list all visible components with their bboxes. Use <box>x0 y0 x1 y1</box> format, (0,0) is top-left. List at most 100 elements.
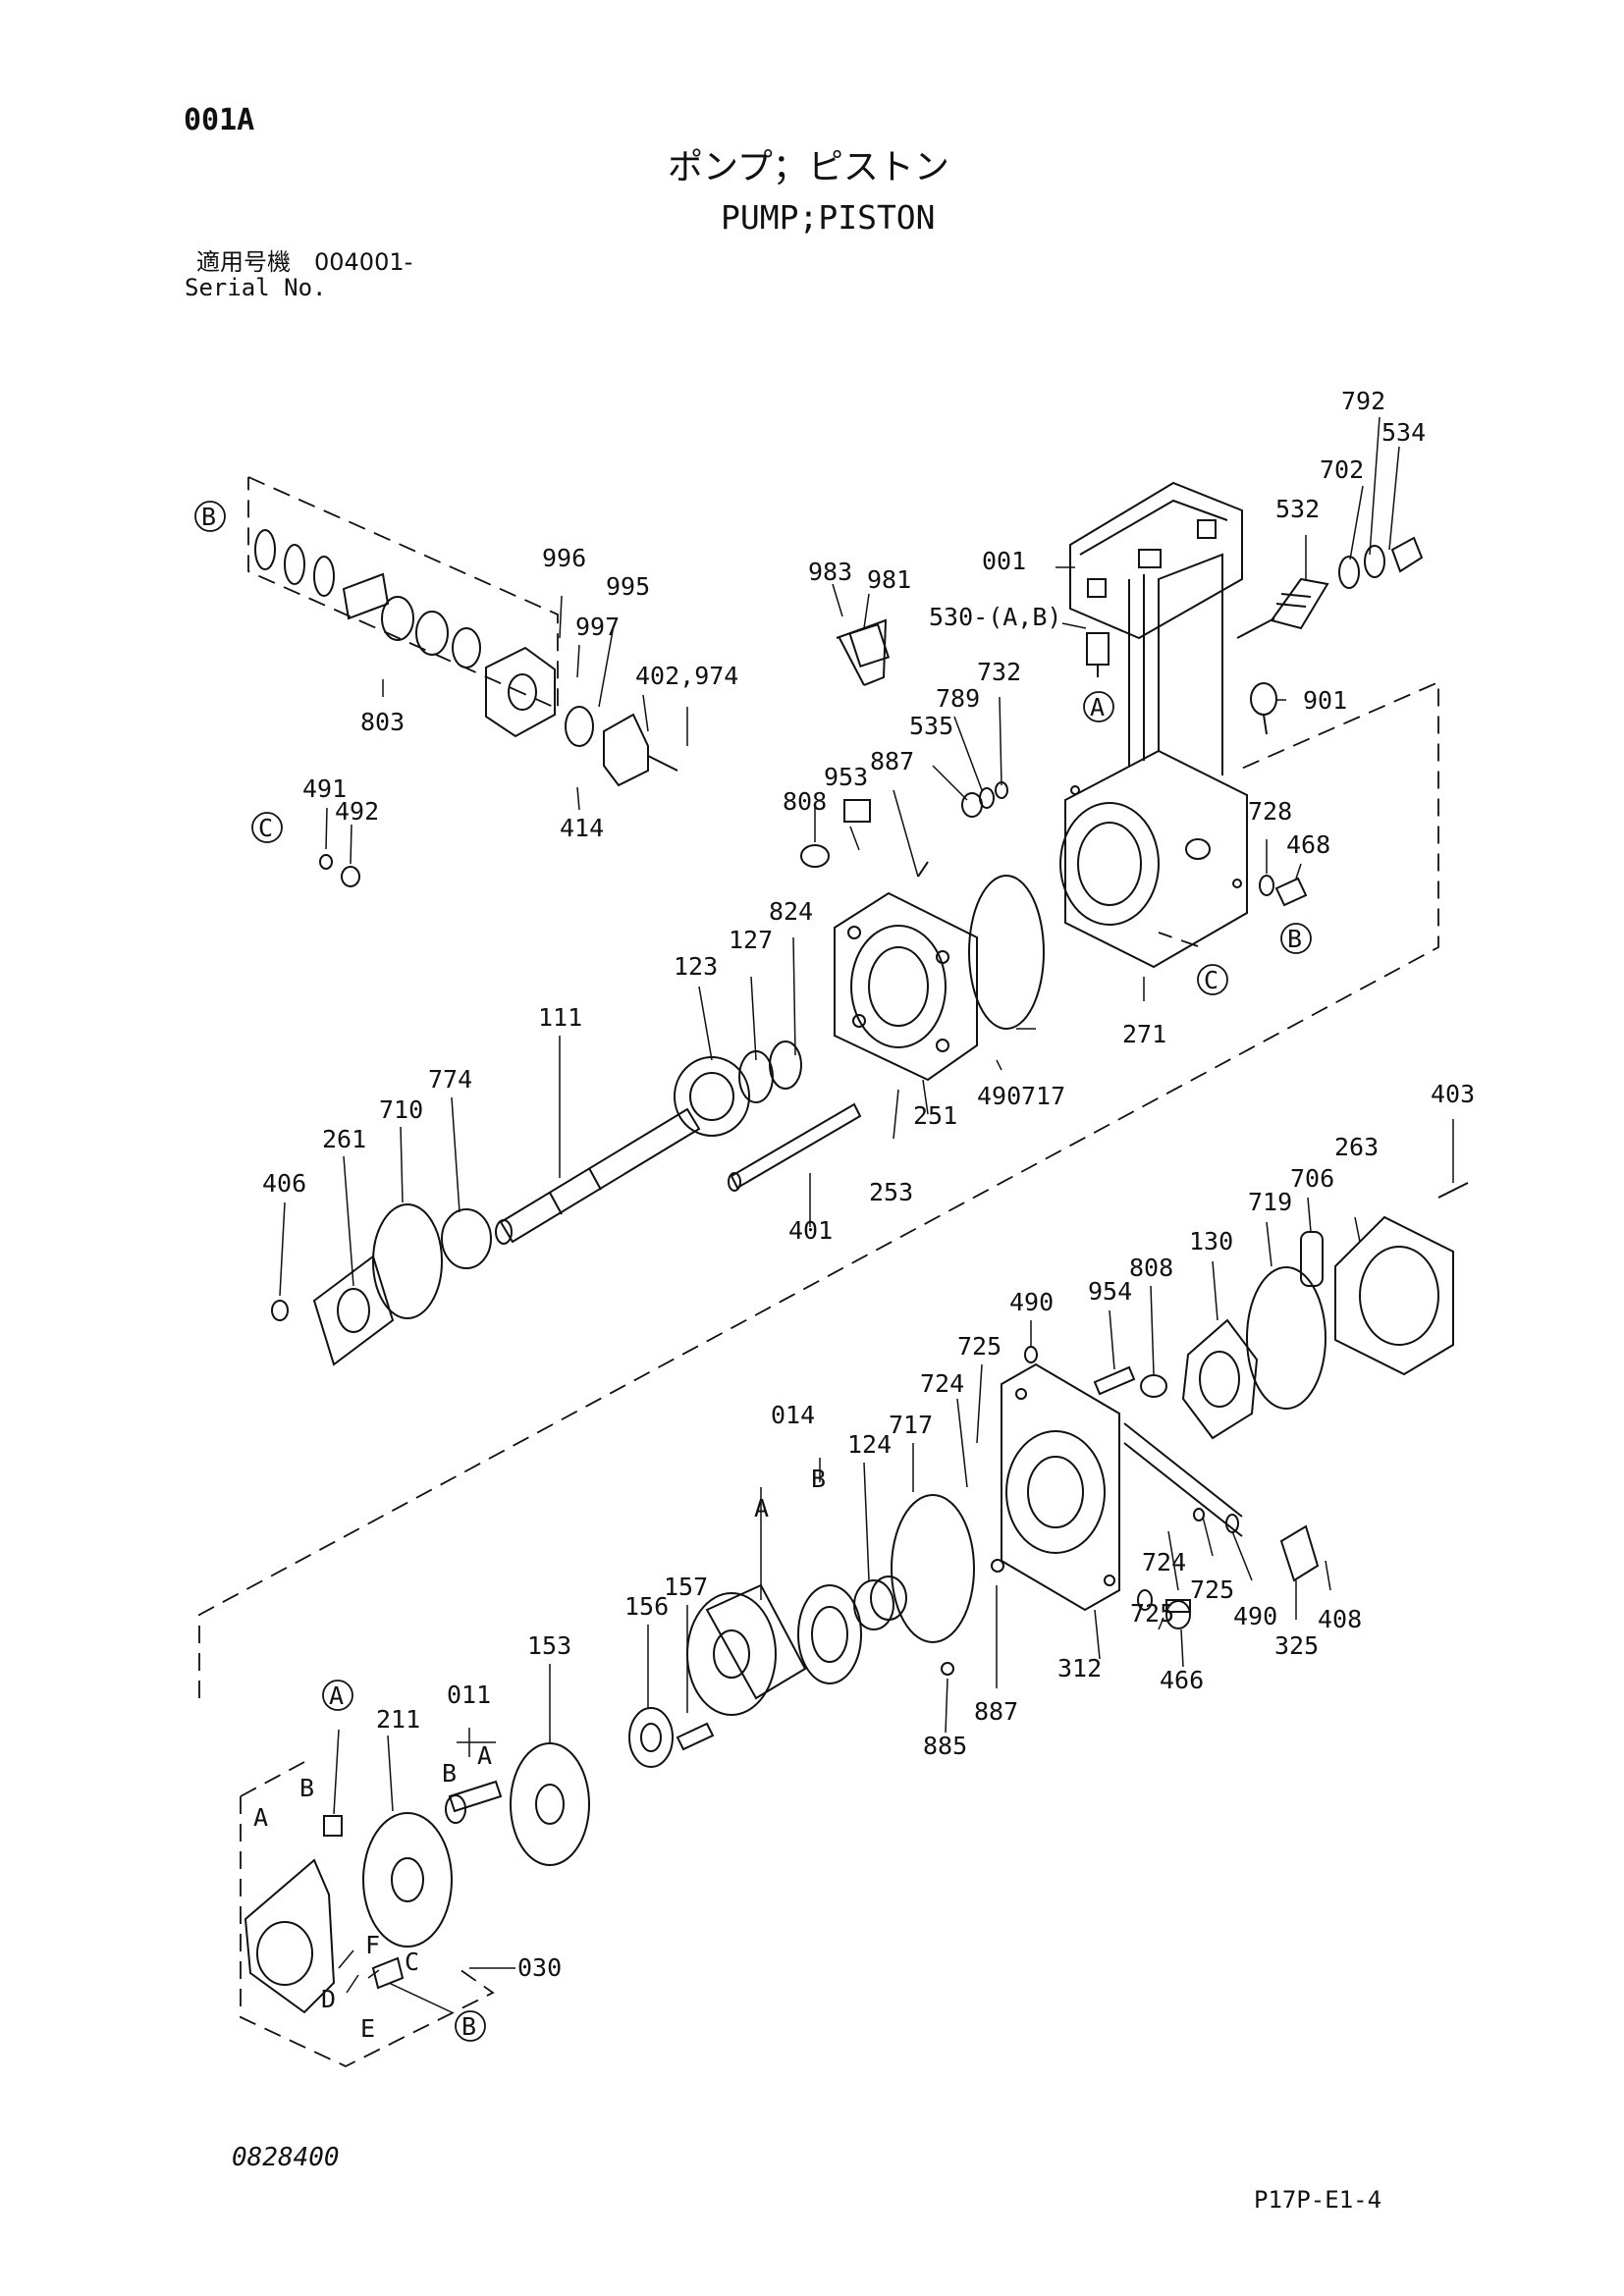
part-label-792: 792 <box>1341 387 1385 415</box>
sub-label-a-014: A <box>754 1494 769 1522</box>
part-label-717b: 717 <box>889 1411 933 1439</box>
page-reference: P17P-E1-4 <box>1254 2186 1382 2214</box>
cover-325-part <box>1279 1524 1320 1582</box>
part-label-127: 127 <box>729 926 773 954</box>
part-label-808a: 808 <box>783 787 827 816</box>
title-japanese: ポンプ；ピストン <box>668 147 949 187</box>
gear-pump-130-part <box>1181 1318 1259 1440</box>
part-label-724b: 724 <box>1142 1548 1186 1576</box>
o-ring-717a-part <box>968 875 1045 1030</box>
set-plate-153-part <box>510 1742 590 1866</box>
sub-label-e-030: E <box>360 2014 375 2043</box>
part-label-490b: 490 <box>1009 1288 1054 1316</box>
servo-assembly-803-part <box>254 529 556 738</box>
part-label-887a: 887 <box>870 747 914 775</box>
plug-995-part <box>603 713 678 787</box>
part-label-717a: 717 <box>1021 1082 1065 1110</box>
o-ring-710-part <box>372 1203 443 1319</box>
part-label-011: 011 <box>447 1681 491 1709</box>
part-label-253: 253 <box>869 1178 913 1206</box>
o-ring-717b-part <box>891 1494 975 1643</box>
part-label-774: 774 <box>428 1065 472 1094</box>
title-english: PUMP;PISTON <box>721 198 936 237</box>
part-label-997: 997 <box>575 613 620 641</box>
part-label-725c: 725 <box>1130 1599 1174 1628</box>
bearing-part <box>674 1041 802 1137</box>
tie-bolt-part <box>728 1102 862 1192</box>
plug-491-part <box>319 854 333 870</box>
cylinder-block-part <box>686 1583 807 1716</box>
part-label-885: 885 <box>923 1732 967 1760</box>
part-label-996: 996 <box>542 544 586 572</box>
part-label-491: 491 <box>302 774 347 803</box>
part-label-535: 535 <box>909 712 953 740</box>
part-number-labels: 792 534 702 532 001 983 981 530-(A,B) 78… <box>262 387 1475 1982</box>
part-label-312: 312 <box>1057 1654 1102 1682</box>
reference-marker-labels: B C A B C A B A B B A A B F C D E <box>201 503 1302 2043</box>
part-label-251: 251 <box>913 1101 957 1130</box>
part-label-124: 124 <box>847 1430 892 1459</box>
seal-706-part <box>1300 1231 1324 1287</box>
part-label-271: 271 <box>1122 1020 1166 1048</box>
drawing-number: 0828400 <box>232 2143 340 2172</box>
part-label-001: 001 <box>982 547 1026 575</box>
part-label-153: 153 <box>527 1631 571 1660</box>
part-label-954: 954 <box>1088 1277 1132 1306</box>
part-label-803: 803 <box>360 708 405 736</box>
pump-casing-part <box>1059 553 1248 969</box>
part-label-403: 403 <box>1431 1080 1475 1108</box>
part-label-732: 732 <box>977 658 1021 686</box>
regulator-part <box>1069 481 1243 640</box>
part-label-030: 030 <box>517 1953 562 1982</box>
part-label-402-974: 402,974 <box>635 662 738 690</box>
part-label-995: 995 <box>606 572 650 601</box>
ref-marker-b-casing: B <box>1287 925 1302 953</box>
ref-marker-b-swash: B <box>461 2012 476 2041</box>
part-label-534: 534 <box>1381 418 1426 447</box>
part-label-211: 211 <box>376 1705 420 1734</box>
part-label-111: 111 <box>538 1003 582 1032</box>
sub-label-a-030: A <box>253 1803 268 1832</box>
part-label-725a: 725 <box>957 1332 1001 1361</box>
pump-cover-263-part <box>1334 1182 1469 1376</box>
ref-marker-a-swash: A <box>329 1682 344 1710</box>
part-label-157: 157 <box>664 1573 708 1601</box>
plug-466-part <box>1165 1599 1191 1629</box>
leader-lines <box>279 416 1454 2013</box>
swash-plate-030-part <box>244 1815 405 2014</box>
sub-label-c-030: C <box>405 1948 419 1976</box>
part-label-490c: 490 <box>1233 1602 1277 1630</box>
part-label-123: 123 <box>674 952 718 981</box>
seal-774-part <box>441 1208 492 1269</box>
ref-marker-c-left: C <box>258 814 273 842</box>
sub-label-d-030: D <box>321 1985 336 2013</box>
part-label-490a: 490 <box>977 1082 1021 1110</box>
ref-marker-b-top: B <box>201 503 216 531</box>
part-label-261: 261 <box>322 1125 366 1153</box>
part-label-414: 414 <box>560 814 604 842</box>
sub-label-b-030: B <box>299 1774 314 1802</box>
part-label-719: 719 <box>1248 1188 1292 1216</box>
serial-label-japanese: 適用号機 004001- <box>196 248 413 276</box>
part-label-325: 325 <box>1274 1631 1319 1660</box>
valve-plate-014-part <box>797 1584 862 1684</box>
spring-157-part <box>676 1722 715 1751</box>
o-ring-719-part <box>1246 1266 1326 1410</box>
sub-label-f-030: F <box>365 1931 380 1959</box>
sub-label-a-011: A <box>477 1741 492 1770</box>
o-ring-725c-part <box>1137 1589 1153 1611</box>
part-label-466: 466 <box>1160 1666 1204 1694</box>
part-label-401: 401 <box>788 1216 833 1245</box>
piston-shoe-011-part <box>445 1780 503 1824</box>
front-cover-part <box>834 891 978 1082</box>
reference-circles <box>194 501 1312 2042</box>
solenoid-part <box>1086 632 1110 677</box>
part-label-983: 983 <box>808 558 852 586</box>
part-label-808b: 808 <box>1129 1254 1173 1282</box>
bracket-981-part <box>836 618 888 686</box>
ref-marker-c-casing: C <box>1204 966 1218 994</box>
part-label-532: 532 <box>1275 495 1320 523</box>
o-ring-997-part <box>565 706 594 747</box>
part-label-706: 706 <box>1290 1164 1334 1193</box>
